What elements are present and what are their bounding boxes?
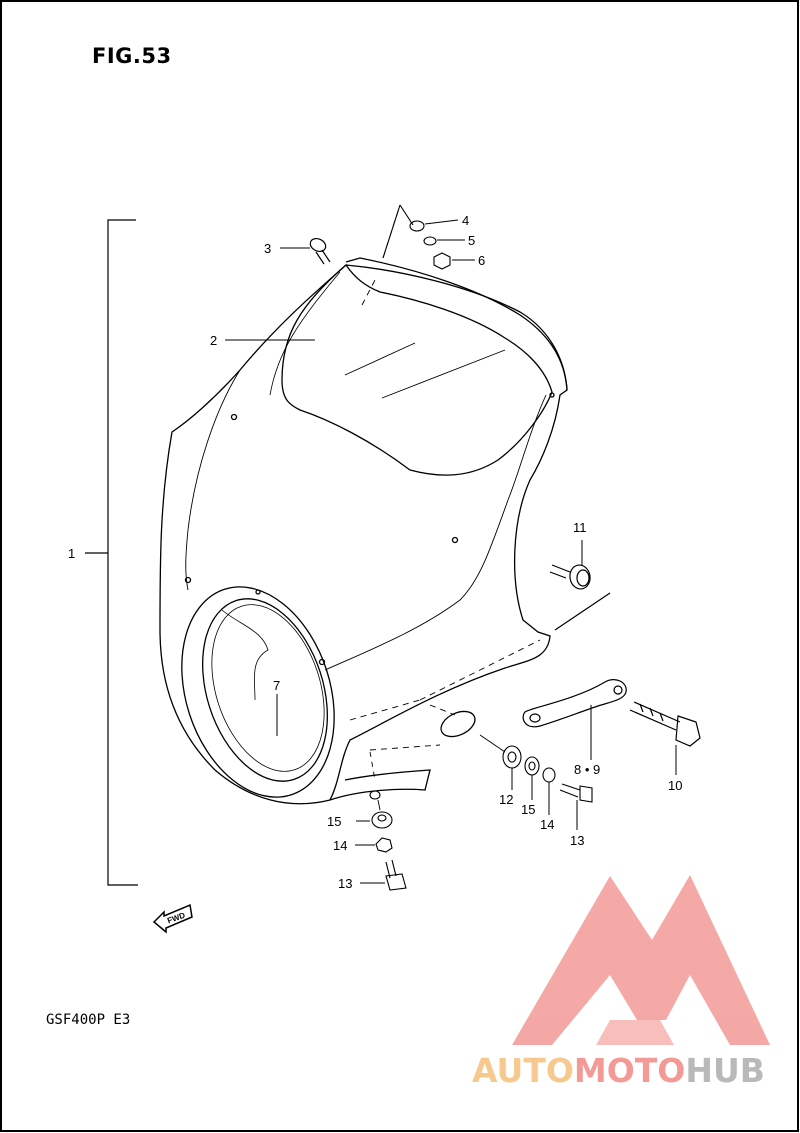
watermark-auto: AUTO bbox=[472, 1051, 574, 1090]
fwd-arrow-icon: FWD bbox=[152, 903, 193, 934]
callout-3: 3 bbox=[264, 241, 271, 256]
cowling-body bbox=[159, 204, 568, 805]
callout-12: 12 bbox=[499, 792, 513, 807]
callout-15-lower: 15 bbox=[327, 814, 341, 829]
screw-3-icon bbox=[309, 237, 331, 265]
washer-group-right-icon bbox=[479, 734, 593, 803]
washer-group-lower-icon bbox=[369, 790, 407, 891]
watermark-hub: HUB bbox=[685, 1051, 765, 1090]
callout-8-9: 8 • 9 bbox=[574, 762, 600, 777]
stay-bracket-icon bbox=[522, 679, 627, 728]
callout-11: 11 bbox=[573, 520, 587, 535]
callout-15-right: 15 bbox=[521, 802, 535, 817]
callout-13-right: 13 bbox=[570, 833, 584, 848]
model-code: GSF400P E3 bbox=[46, 1012, 131, 1028]
watermark-text: AUTOMOTOHUB bbox=[472, 1051, 765, 1090]
nut-washer-set-icon bbox=[382, 204, 451, 270]
leader-lines bbox=[225, 219, 677, 884]
callout-13-lower: 13 bbox=[338, 876, 352, 891]
callout-2: 2 bbox=[210, 333, 217, 348]
callout-7: 7 bbox=[273, 678, 280, 693]
callout-6: 6 bbox=[478, 253, 485, 268]
callout-1: 1 bbox=[68, 546, 75, 561]
bolt-10-icon bbox=[629, 701, 701, 747]
watermark-logo-icon bbox=[512, 875, 770, 1045]
assembly-bracket bbox=[85, 219, 138, 886]
callout-5: 5 bbox=[468, 233, 475, 248]
callout-4: 4 bbox=[462, 213, 469, 228]
watermark-moto: MOTO bbox=[574, 1051, 685, 1090]
callout-numbers: 1 2 3 4 5 6 7 8 • 9 10 11 12 13 14 15 15… bbox=[68, 213, 682, 891]
callout-14-right: 14 bbox=[540, 817, 554, 832]
callout-14-lower: 14 bbox=[333, 838, 347, 853]
figure-title: FIG.53 bbox=[92, 44, 172, 68]
callout-10: 10 bbox=[668, 778, 682, 793]
bolt-11-icon bbox=[549, 564, 611, 631]
